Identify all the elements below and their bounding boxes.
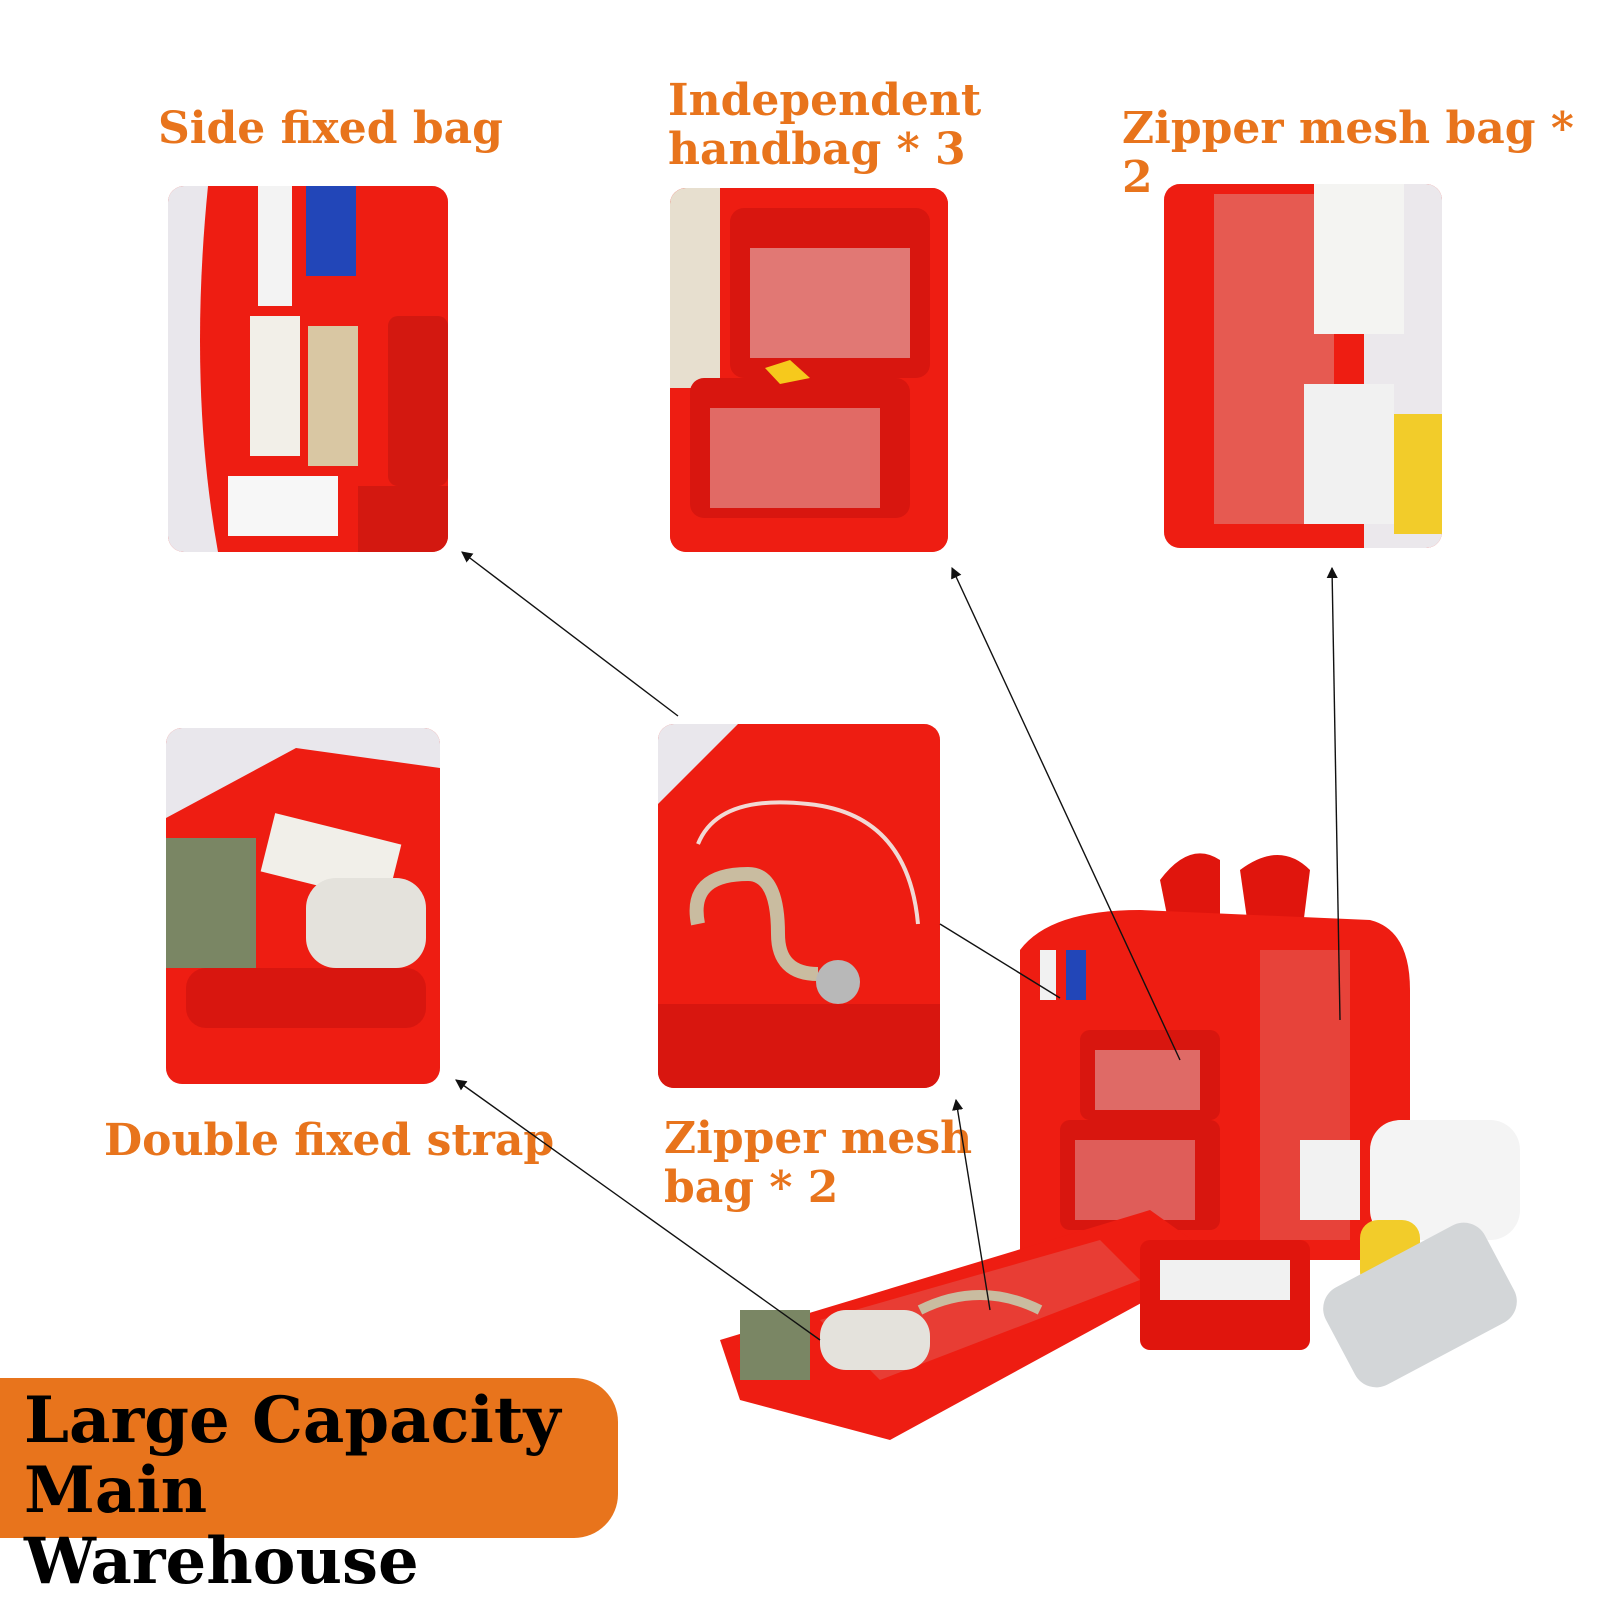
label-independent-handbag-line2: handbag * 3 <box>668 124 966 176</box>
photo-zipper-mesh-bag-top <box>1164 184 1442 548</box>
photo-zipper-mesh-bag-mid <box>658 724 940 1088</box>
photo-independent-handbag <box>670 188 948 552</box>
opened-backpack-image <box>720 840 1600 1440</box>
label-independent-handbag-line1: Independent <box>668 75 982 126</box>
banner-line-1: Large Capacity <box>24 1383 561 1458</box>
banner-text: Large Capacity Main Warehouse <box>24 1383 618 1599</box>
label-independent-handbag: Independent handbag * 3 <box>668 76 981 175</box>
capacity-banner: Large Capacity Main Warehouse <box>0 1378 618 1596</box>
label-zipper-mesh-bag-top: Zipper mesh bag * 2 <box>1122 103 1574 204</box>
arrow-side-fixed-bag <box>461 551 679 717</box>
banner-line-2: Main Warehouse <box>24 1453 419 1599</box>
label-side-fixed-bag: Side fixed bag <box>158 103 503 154</box>
label-double-fixed-strap: Double fixed strap <box>104 1115 555 1166</box>
photo-side-fixed-bag <box>168 186 448 552</box>
photo-double-fixed-strap <box>166 728 440 1084</box>
